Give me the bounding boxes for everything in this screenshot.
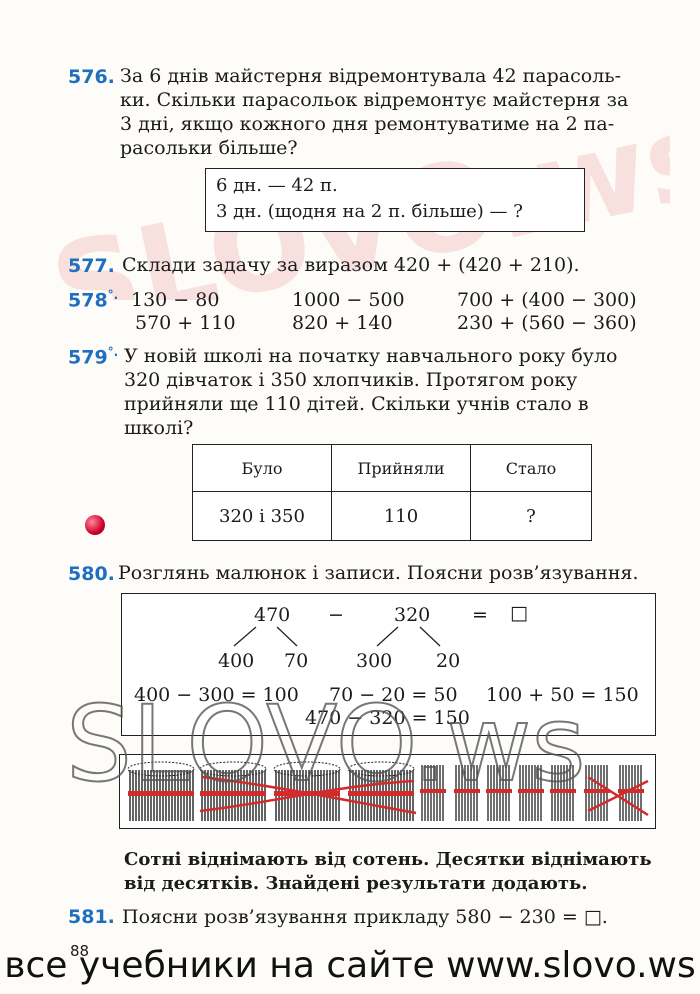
exercise-578-number: 578°. bbox=[68, 288, 119, 312]
expression: 230 + (560 − 360) bbox=[457, 312, 637, 334]
hundreds-part: 400 bbox=[218, 650, 255, 672]
cross-out-line bbox=[199, 779, 415, 813]
text-line: ки. Скільки парасольок відремонтує майст… bbox=[120, 89, 629, 111]
equation: 400 − 300 = 100 bbox=[134, 684, 299, 706]
rule-text: Сотні віднімають від сотень. Десятки від… bbox=[124, 848, 652, 896]
exercise-580-number: 580. bbox=[68, 563, 115, 585]
hundred-bundle bbox=[199, 761, 267, 821]
text-line: школі? bbox=[124, 417, 194, 439]
red-bullet-dot bbox=[85, 515, 105, 535]
data-table: Було Прийняли Стало 320 і 350 110 ? bbox=[192, 444, 592, 541]
table-cell: ? bbox=[470, 491, 592, 541]
exercise-581-number: 581. bbox=[68, 906, 115, 928]
ten-bundle bbox=[486, 765, 512, 821]
hundred-bundle bbox=[127, 761, 195, 821]
exercise-576-text: За 6 днів майстерня відремонтувала 42 па… bbox=[120, 64, 660, 160]
text-line: У новій школі на початку навчального рок… bbox=[124, 345, 618, 367]
table-header-row: Було Прийняли Стало bbox=[192, 444, 592, 492]
ten-bundle bbox=[584, 765, 610, 821]
tens-part: 20 bbox=[436, 650, 461, 672]
exercise-580-text: Розглянь малюнок і записи. Поясни розв’я… bbox=[118, 562, 639, 584]
text-line: Сотні віднімають від сотень. Десятки від… bbox=[124, 849, 652, 870]
expression: 1000 − 500 bbox=[292, 289, 405, 311]
counting-sticks-illustration bbox=[119, 754, 656, 829]
table-header: Стало bbox=[470, 444, 592, 492]
expression: 700 + (400 − 300) bbox=[457, 289, 637, 311]
expression: 570 + 110 bbox=[135, 312, 236, 334]
text-line: прийняли ще 110 дітей. Скільки учнів ста… bbox=[124, 393, 589, 415]
table-cell: 320 і 350 bbox=[192, 491, 332, 541]
ten-bundle bbox=[454, 765, 480, 821]
hundred-bundle bbox=[347, 761, 415, 821]
answer-box: □ bbox=[510, 602, 528, 624]
equals-sign: = bbox=[472, 604, 488, 626]
ten-bundle bbox=[420, 765, 446, 821]
ten-bundle bbox=[518, 765, 544, 821]
subtrahend: 320 bbox=[394, 604, 431, 626]
cross-out-line bbox=[587, 779, 649, 813]
table-cell: 110 bbox=[331, 491, 471, 541]
table-header: Було bbox=[192, 444, 332, 492]
text-line: расольки більше? bbox=[120, 137, 298, 159]
exercise-579-text: У новій школі на початку навчального рок… bbox=[124, 344, 658, 440]
exercise-576-number: 576. bbox=[68, 66, 115, 88]
site-footer-banner: все учебники на сайте www.slovo.ws bbox=[4, 945, 696, 986]
ten-bundle bbox=[550, 765, 576, 821]
minus-sign: − bbox=[328, 604, 344, 626]
minuend: 470 bbox=[254, 604, 291, 626]
equation: 100 + 50 = 150 bbox=[486, 684, 639, 706]
text-line: 3 дні, якщо кожного дня ремонтуватиме на… bbox=[120, 113, 615, 135]
table-row: 320 і 350 110 ? bbox=[192, 491, 592, 541]
condition-line: 6 дн. — 42 п. bbox=[216, 175, 338, 196]
tens-part: 70 bbox=[284, 650, 309, 672]
hundreds-part: 300 bbox=[356, 650, 393, 672]
solution-box: 470 − 320 = □ 400 70 300 20 400 − 300 = … bbox=[121, 593, 656, 736]
text-line: За 6 днів майстерня відремонтувала 42 па… bbox=[120, 65, 622, 87]
short-condition-box: 6 дн. — 42 п. 3 дн. (щодня на 2 п. більш… bbox=[205, 168, 585, 232]
final-equation: 470 − 320 = 150 bbox=[305, 707, 470, 729]
exercise-581-text: Поясни розв’язування прикладу 580 − 230 … bbox=[122, 906, 608, 928]
exercise-577-text: Склади задачу за виразом 420 + (420 + 21… bbox=[122, 254, 580, 276]
page-number: 88 bbox=[70, 942, 90, 960]
expression: 820 + 140 bbox=[292, 312, 393, 334]
decomposition-lines bbox=[233, 626, 441, 647]
text-line: 320 дівчаток і 350 хлопчиків. Протягом р… bbox=[124, 369, 578, 391]
expression: 130 − 80 bbox=[131, 289, 220, 311]
table-header: Прийняли bbox=[331, 444, 471, 492]
exercise-577-number: 577. bbox=[68, 255, 115, 277]
condition-line: 3 дн. (щодня на 2 п. більше) — ? bbox=[216, 201, 523, 222]
sticks-drawing bbox=[127, 761, 649, 821]
equation: 70 − 20 = 50 bbox=[329, 684, 458, 706]
text-line: від десятків. Знайдені результати додают… bbox=[124, 873, 588, 894]
exercise-579-number: 579°. bbox=[68, 345, 119, 369]
